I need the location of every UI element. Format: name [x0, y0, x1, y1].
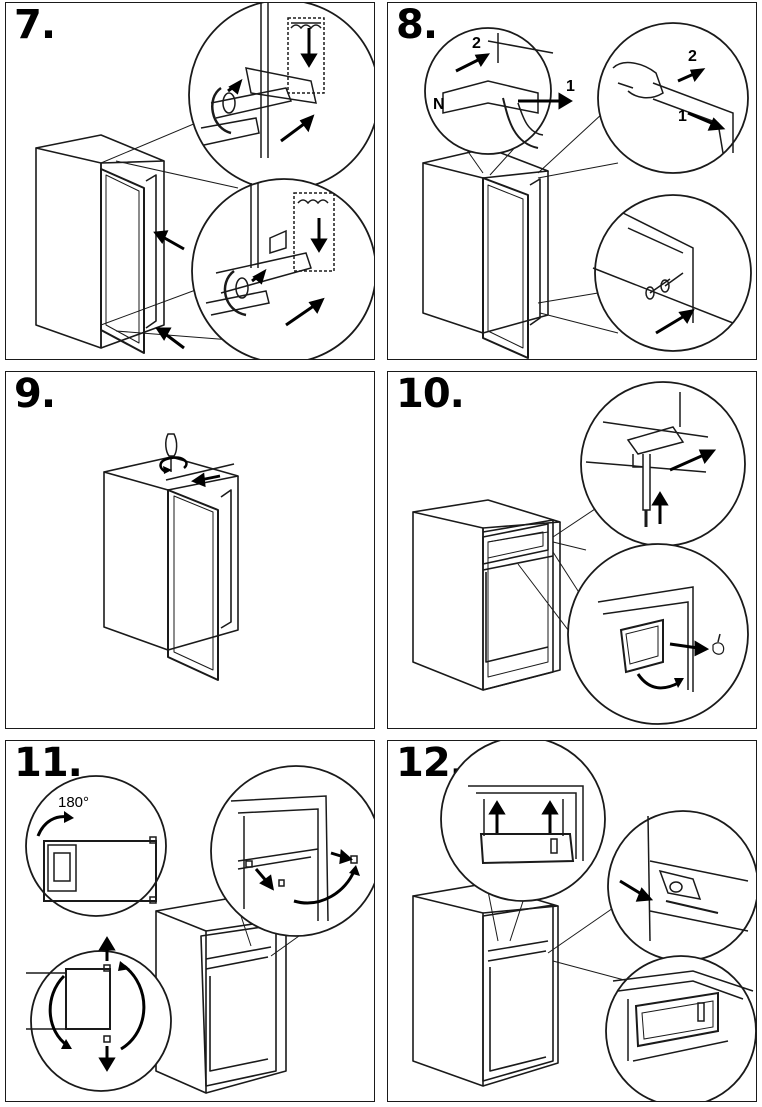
- step-7-illustration: [35, 3, 374, 359]
- cabinet: [103, 471, 169, 651]
- direction-arrows-right: [677, 68, 726, 131]
- screwdriver-icon: [165, 433, 178, 472]
- label-2-right: 2: [688, 48, 697, 65]
- cabinet: [422, 162, 484, 334]
- label-1-right: 1: [678, 108, 687, 125]
- hinge-detail: [647, 815, 749, 942]
- step-8-illustration: 2 1 N 2 1: [422, 22, 752, 359]
- flap-part: [43, 836, 157, 904]
- step-12-illustration: [412, 741, 756, 1101]
- push-arrows: [153, 230, 185, 350]
- label-2-left: 2: [472, 35, 481, 52]
- hinge-swap-detail: [230, 795, 358, 922]
- detail-circle-flap: [25, 775, 167, 917]
- freezer-door: [482, 523, 549, 565]
- detail-circle-left: [424, 27, 552, 155]
- step-9-panel: 9.: [5, 371, 375, 729]
- appliance-door: [482, 177, 529, 359]
- step-10-number: 10.: [396, 371, 465, 417]
- rotate-arrow: [159, 456, 188, 474]
- step-9-illustration: [103, 433, 239, 681]
- cabinet: [412, 895, 484, 1087]
- step-11-illustration: 180°: [25, 765, 374, 1094]
- rotate-arrows: [48, 964, 146, 1051]
- hinge-pin-detail: [585, 392, 709, 527]
- step-12-panel: 12.: [387, 740, 757, 1102]
- step-7-number: 7.: [14, 2, 56, 48]
- flap-rotate-part: [26, 964, 111, 1043]
- detail-circle-top: [188, 3, 374, 191]
- rotation-label: 180°: [58, 794, 89, 811]
- mounted-flap-detail: [612, 970, 754, 1062]
- step-9-number: 9.: [14, 371, 56, 417]
- hinge-detail-bottom: [205, 183, 335, 317]
- appliance-door: [100, 168, 145, 354]
- step-10-panel: 10.: [387, 371, 757, 729]
- flap-detail: [597, 586, 725, 692]
- cabinet: [35, 147, 102, 349]
- step-11-number: 11.: [14, 740, 83, 786]
- flap-fitting-detail: [468, 785, 584, 865]
- detail-circle-right: [597, 22, 749, 174]
- cabinet: [412, 511, 484, 691]
- detail-circle-screws: [594, 194, 752, 352]
- detail-circle-bottom: [191, 178, 374, 359]
- appliance-door: [167, 489, 219, 681]
- step-8-panel: 8.: [387, 2, 757, 360]
- detail-circle-flap: [440, 741, 606, 902]
- step-7-panel: 7.: [5, 2, 375, 360]
- step-11-panel: 11. 180°: [5, 740, 375, 1102]
- step-10-illustration: [412, 381, 749, 725]
- cover-detail: [442, 33, 554, 149]
- detail-circle-hinge: [210, 765, 374, 937]
- direction-arrows-left: [455, 53, 573, 110]
- step-8-number: 8.: [396, 2, 438, 48]
- screw-detail: [592, 212, 734, 324]
- label-n: N: [433, 96, 445, 113]
- hinge-detail-top: [200, 3, 325, 158]
- label-1-left: 1: [566, 78, 575, 95]
